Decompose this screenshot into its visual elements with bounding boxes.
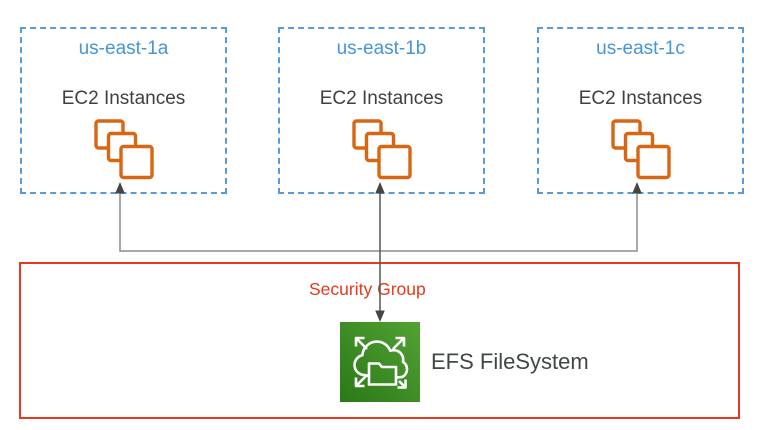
security-group-label: Security Group (309, 279, 426, 299)
az-label-us-east-1a: us-east-1a (78, 38, 169, 59)
ec2-instances-icon (351, 119, 412, 180)
efs-filesystem-label: EFS FileSystem (431, 349, 589, 374)
az-label-us-east-1b: us-east-1b (336, 38, 427, 59)
az-label-us-east-1c: us-east-1c (596, 38, 685, 59)
ec2-instances-label: EC2 Instances (578, 88, 703, 109)
ec2-instances-label: EC2 Instances (319, 88, 444, 109)
az-box-us-east-1b: us-east-1b EC2 Instances (278, 27, 485, 194)
az-box-us-east-1a: us-east-1a EC2 Instances (20, 27, 227, 194)
ec2-instances-icon (610, 119, 671, 180)
ec2-instances-icon (93, 119, 154, 180)
ec2-instances-label: EC2 Instances (61, 88, 186, 109)
az-box-us-east-1c: us-east-1c EC2 Instances (537, 27, 744, 194)
branch-connector-line (119, 192, 638, 252)
efs-filesystem-icon (340, 322, 420, 402)
